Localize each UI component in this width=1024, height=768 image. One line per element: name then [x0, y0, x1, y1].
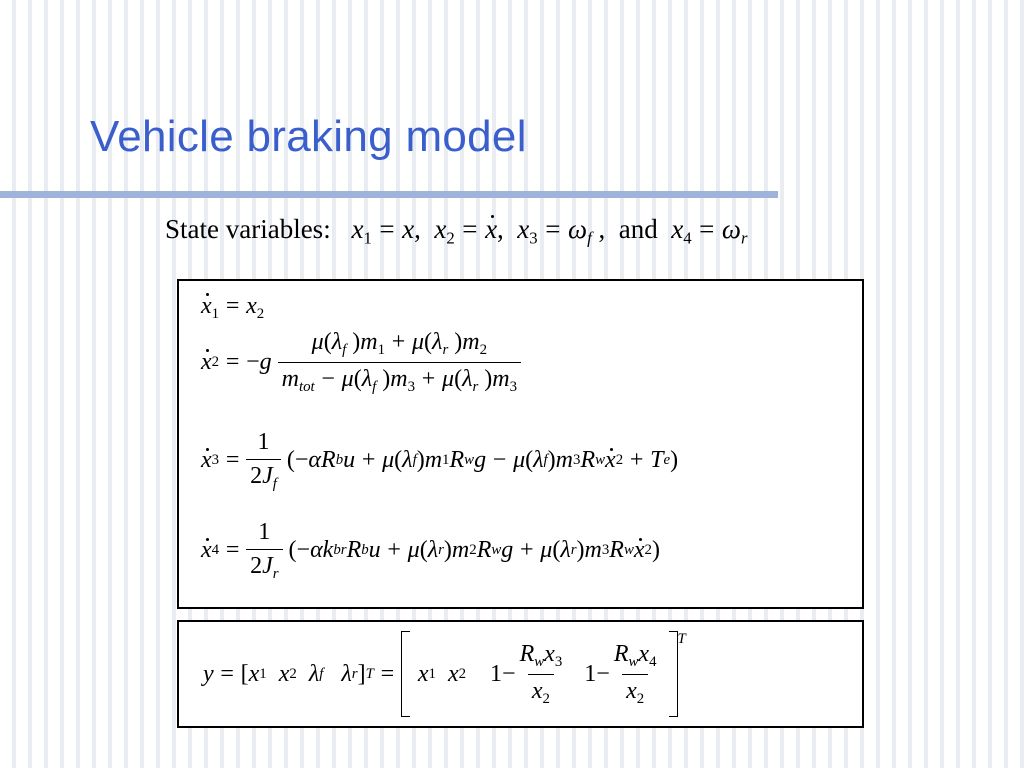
left-bracket: [400, 631, 410, 717]
state-variable-x4: x4=ωr: [671, 214, 748, 248]
right-bracket: [668, 631, 678, 717]
equation-x1-dot: x1=x2: [201, 293, 265, 322]
and-word: and: [618, 214, 658, 244]
slide-title: Vehicle braking model: [90, 112, 527, 161]
state-variable-definitions: x1=x, x2=x, x3=ωf ,: [351, 214, 612, 248]
title-divider: [0, 191, 778, 198]
state-variables-line: State variables: x1=x, x2=x, x3=ωf , and…: [165, 214, 747, 248]
state-variables-label: State variables:: [165, 214, 331, 244]
